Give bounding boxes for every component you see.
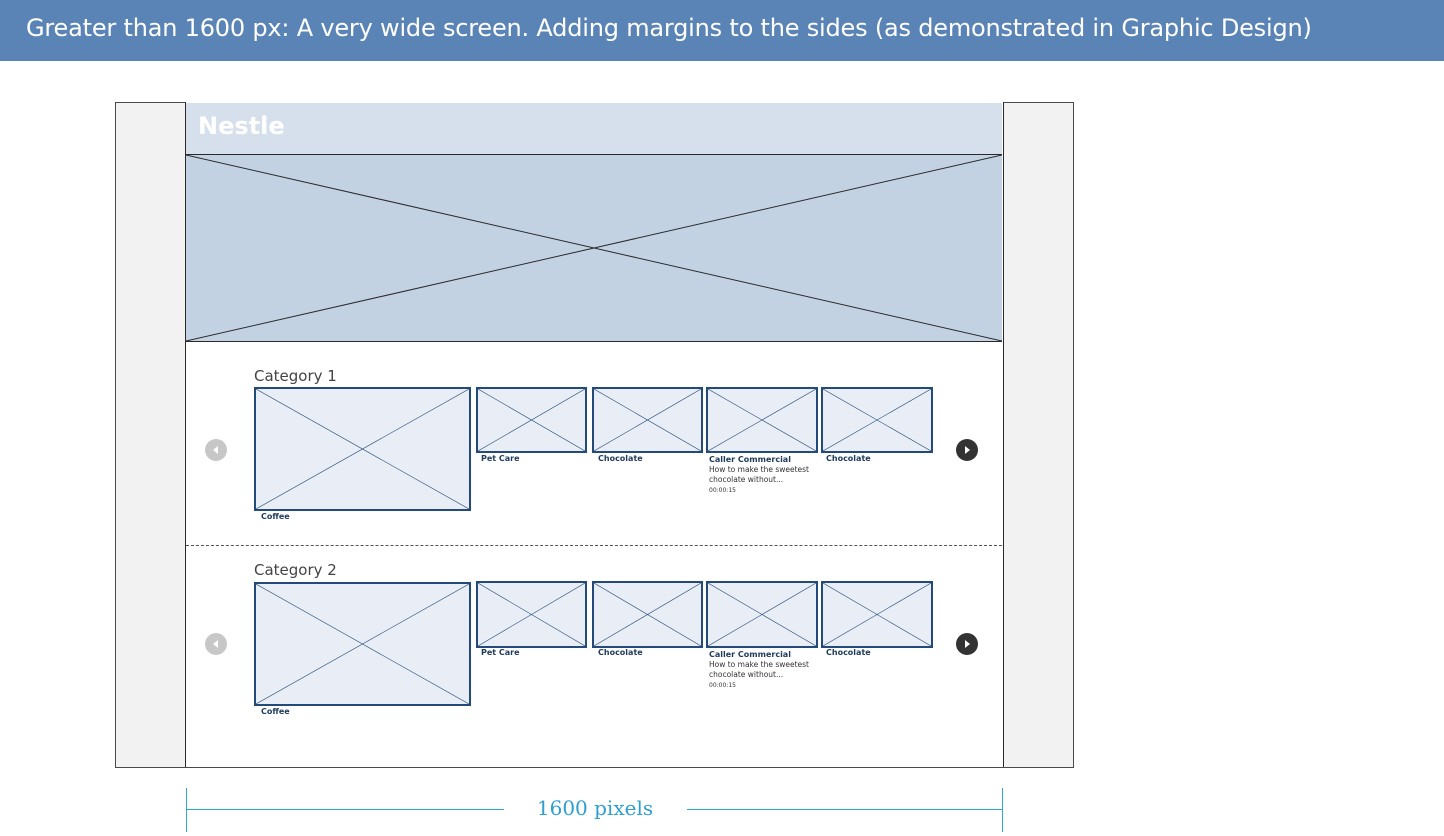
item-thumbnail[interactable] [592, 387, 703, 453]
item-thumbnail[interactable] [592, 581, 703, 648]
item-description: chocolate without... [709, 475, 784, 484]
category-title: Category 2 [254, 561, 337, 579]
hero-image-placeholder [186, 155, 1002, 342]
featured-label: Coffee [261, 707, 290, 716]
arrow-left-icon[interactable] [205, 633, 227, 655]
measure-tick-left [186, 788, 187, 832]
section-divider [186, 545, 1002, 546]
arrow-right-icon[interactable] [956, 633, 978, 655]
item-description: How to make the sweetest [709, 660, 810, 669]
featured-label: Coffee [261, 512, 290, 521]
featured-thumbnail[interactable] [254, 582, 471, 706]
category-title: Category 1 [254, 367, 337, 385]
item-label: Chocolate [598, 454, 643, 463]
item-label: Caller Commercial [709, 650, 791, 659]
item-label: Chocolate [826, 454, 871, 463]
item-description: chocolate without... [709, 670, 784, 679]
item-label: Pet Care [481, 648, 520, 657]
measure-line-right [687, 809, 1002, 810]
item-thumbnail[interactable] [821, 581, 933, 648]
site-header [186, 103, 1002, 155]
item-duration: 00:00:15 [709, 487, 736, 494]
banner-title: Greater than 1600 px: A very wide screen… [26, 14, 1312, 42]
hero-placeholder-cross [186, 155, 1002, 341]
measure-tick-right [1002, 788, 1003, 832]
item-label: Chocolate [826, 648, 871, 657]
item-thumbnail[interactable] [706, 387, 818, 453]
item-thumbnail[interactable] [476, 581, 587, 648]
item-label: Pet Care [481, 454, 520, 463]
item-duration: 00:00:15 [709, 682, 736, 689]
arrow-left-icon[interactable] [205, 439, 227, 461]
item-description: How to make the sweetest [709, 465, 810, 474]
item-label: Chocolate [598, 648, 643, 657]
measure-label: 1600 pixels [536, 796, 654, 820]
site-logo[interactable]: Nestle [198, 112, 285, 140]
item-label: Caller Commercial [709, 455, 791, 464]
arrow-right-icon[interactable] [956, 439, 978, 461]
item-thumbnail[interactable] [476, 387, 587, 453]
item-thumbnail[interactable] [706, 581, 818, 648]
item-thumbnail[interactable] [821, 387, 933, 453]
measure-line-left [186, 809, 504, 810]
featured-thumbnail[interactable] [254, 387, 471, 511]
title-banner: Greater than 1600 px: A very wide screen… [0, 0, 1444, 61]
